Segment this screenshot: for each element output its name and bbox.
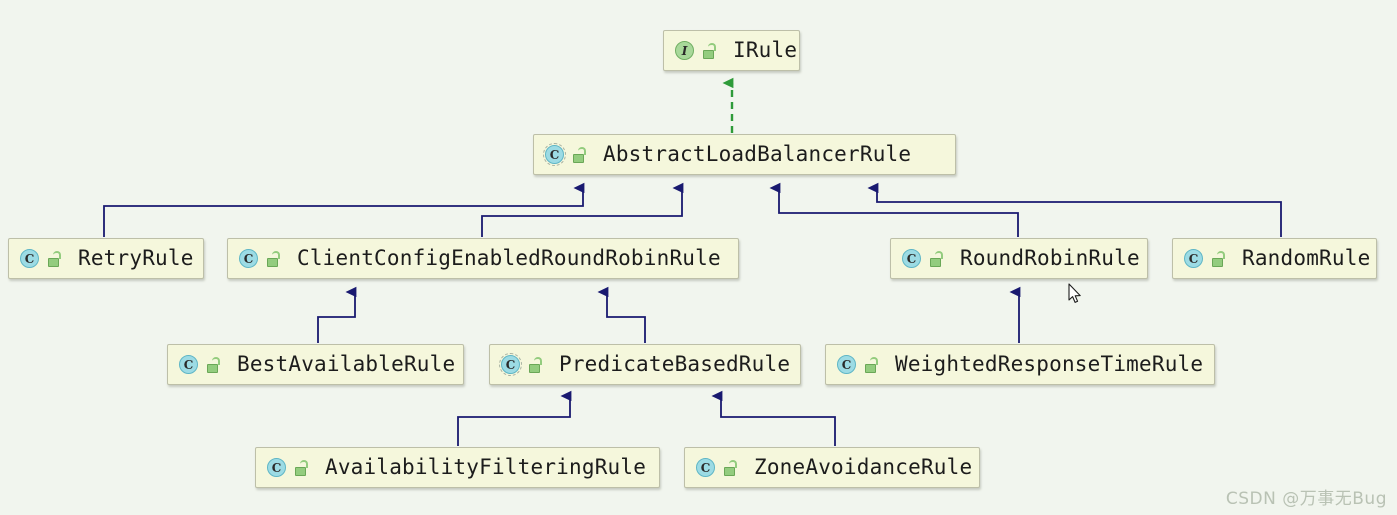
class-node-abstractloadbalancerrule[interactable]: C AbstractLoadBalancerRule: [533, 134, 956, 175]
class-node-label: BestAvailableRule: [237, 352, 456, 376]
abstract-class-icon: C: [499, 353, 522, 376]
edge-clientconfigenabledroundrobinrule-to-abstractloadbalancerrule: [481, 182, 684, 237]
public-unlocked-icon: [703, 42, 717, 59]
class-icon: C: [1182, 247, 1205, 270]
public-unlocked-icon: [930, 250, 944, 267]
edge-availabilityfilteringrule-to-predicatebasedrule: [457, 390, 572, 446]
class-node-label: RandomRule: [1242, 246, 1371, 270]
class-node-availabilityfilteringrule[interactable]: C AvailabilityFilteringRule: [255, 447, 660, 488]
class-icon: C: [900, 247, 923, 270]
class-node-clientconfigenabledroundrobinrule[interactable]: C ClientConfigEnabledRoundRobinRule: [227, 238, 739, 279]
class-icon: C: [237, 247, 260, 270]
public-unlocked-icon: [267, 250, 281, 267]
class-node-label: RetryRule: [78, 246, 194, 270]
csdn-watermark: CSDN @万事无Bug: [1225, 489, 1387, 509]
abstract-class-icon: C: [543, 143, 566, 166]
class-node-zoneavoidancerule[interactable]: C ZoneAvoidanceRule: [684, 447, 980, 488]
class-icon: C: [265, 456, 288, 479]
class-node-irule[interactable]: I IRule: [663, 30, 800, 71]
class-node-weightedresponsetimerule[interactable]: C WeightedResponseTimeRule: [825, 344, 1215, 385]
class-node-roundrobinrule[interactable]: C RoundRobinRule: [890, 238, 1148, 279]
class-icon: C: [18, 247, 41, 270]
edge-roundrobinrule-to-abstractloadbalancerrule: [769, 182, 1019, 237]
class-node-predicatebasedrule[interactable]: C PredicateBasedRule: [489, 344, 801, 385]
mouse-cursor-arrow-icon: [1068, 283, 1081, 303]
class-icon: C: [694, 456, 717, 479]
public-unlocked-icon: [207, 356, 221, 373]
edge-retryrule-to-abstractloadbalancerrule: [103, 182, 585, 237]
edge-bestavailablerule-to-clientconfigenabledroundrobinrule: [317, 286, 357, 343]
edge-randomrule-to-abstractloadbalancerrule: [867, 182, 1282, 237]
class-icon: C: [835, 353, 858, 376]
edge-predicatebasedrule-to-clientconfigenabledroundrobinrule: [597, 286, 646, 343]
class-node-label: ZoneAvoidanceRule: [754, 455, 973, 479]
class-node-label: PredicateBasedRule: [559, 352, 791, 376]
public-unlocked-icon: [724, 459, 738, 476]
class-node-bestavailablerule[interactable]: C BestAvailableRule: [167, 344, 464, 385]
class-node-label: WeightedResponseTimeRule: [895, 352, 1204, 376]
class-node-label: ClientConfigEnabledRoundRobinRule: [297, 246, 721, 270]
public-unlocked-icon: [295, 459, 309, 476]
class-node-label: RoundRobinRule: [960, 246, 1140, 270]
class-node-retryrule[interactable]: C RetryRule: [8, 238, 204, 279]
class-icon: C: [177, 353, 200, 376]
class-node-label: AvailabilityFilteringRule: [325, 455, 647, 479]
edge-zoneavoidancerule-to-predicatebasedrule: [711, 390, 836, 446]
class-node-label: IRule: [733, 38, 798, 62]
public-unlocked-icon: [529, 356, 543, 373]
public-unlocked-icon: [48, 250, 62, 267]
class-node-randomrule[interactable]: C RandomRule: [1172, 238, 1377, 279]
public-unlocked-icon: [865, 356, 879, 373]
public-unlocked-icon: [573, 146, 587, 163]
interface-icon: I: [673, 39, 696, 62]
class-node-label: AbstractLoadBalancerRule: [603, 142, 912, 166]
public-unlocked-icon: [1212, 250, 1226, 267]
